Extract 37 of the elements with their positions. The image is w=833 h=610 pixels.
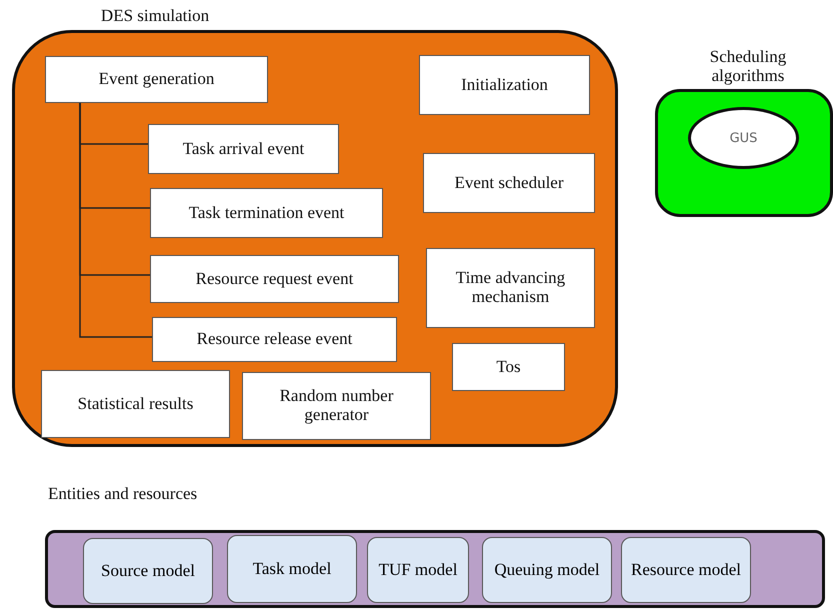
- node-label: Resource model: [631, 560, 741, 580]
- node-label: Resource release event: [196, 330, 352, 349]
- process-box: [150, 255, 399, 303]
- node-label: Initialization: [461, 76, 548, 94]
- connector-line: [79, 103, 152, 338]
- group-title: Scheduling algorithms: [708, 48, 788, 86]
- group-title: Entities and resources: [48, 485, 198, 504]
- node-label: Task model: [252, 560, 332, 578]
- process-box: [152, 317, 397, 362]
- process-box: [426, 248, 595, 328]
- process-box: [419, 55, 590, 115]
- process-box: [45, 56, 268, 103]
- node-label: Event generation: [98, 70, 214, 89]
- group-title: DES simulation: [100, 7, 210, 26]
- node-label: GUS: [730, 130, 758, 146]
- model-box: [482, 537, 612, 603]
- model-box: [621, 537, 751, 603]
- node-label: Resource request event: [196, 270, 354, 288]
- process-box: [452, 343, 565, 391]
- node-label: Tos: [496, 358, 521, 376]
- node-label: Queuing model: [494, 560, 600, 580]
- node-label: TUF model: [378, 560, 458, 580]
- node-label: Task arrival event: [182, 140, 304, 158]
- node-label: Event scheduler: [454, 174, 564, 192]
- process-box: [148, 124, 339, 174]
- process-box: [423, 153, 595, 213]
- process-box: [150, 188, 383, 238]
- node-label: Source model: [101, 562, 195, 580]
- model-box: [367, 537, 469, 603]
- node-label: Statistical results: [78, 394, 194, 414]
- process-box: [242, 372, 431, 440]
- node-label: Task termination event: [188, 204, 344, 222]
- model-box: [227, 535, 357, 603]
- node-label: Time advancing mechanism: [454, 269, 566, 307]
- process-box: [41, 370, 230, 438]
- node-label: Random number generator: [278, 387, 394, 425]
- model-box: [83, 538, 213, 604]
